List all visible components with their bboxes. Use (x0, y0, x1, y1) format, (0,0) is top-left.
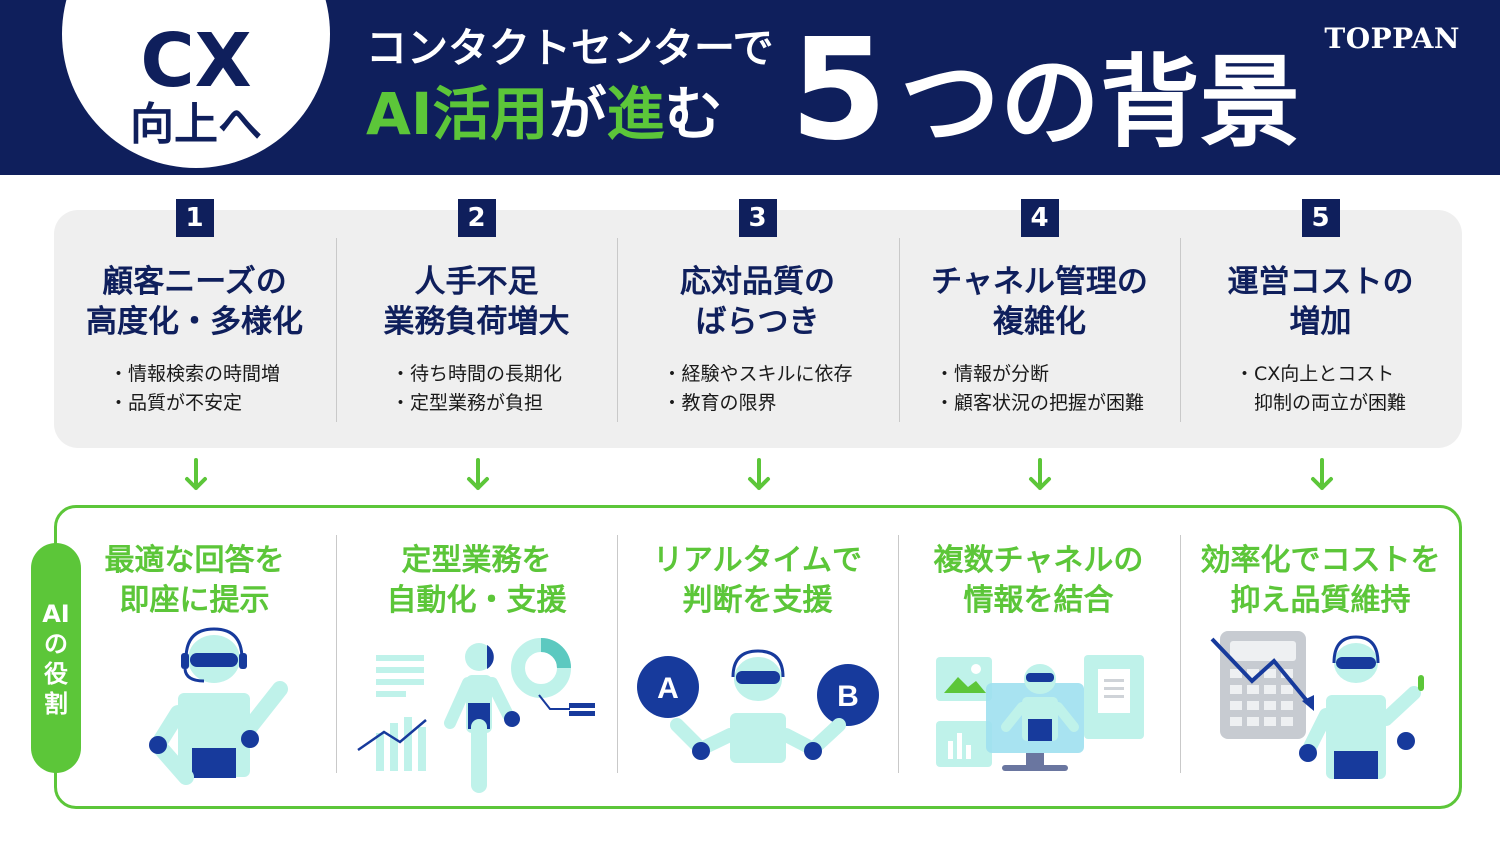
header-banner: CX 向上へ コンタクトセンターで AI活用が進む 5 つの背景 TOPPAN (0, 0, 1500, 175)
arrow-down-icon (748, 458, 770, 490)
background-bullets: ・CX向上とコスト 抑制の両立が困難 (1234, 363, 1406, 414)
ai-role-title: 最適な回答を即座に提示 (104, 543, 285, 618)
header-title: AI活用が進む (366, 80, 723, 148)
ai-role-item-1: 最適な回答を即座に提示 (54, 505, 335, 809)
cx-badge-subtitle: 向上へ (130, 99, 262, 150)
ai-role-title: 定型業務を自動化・支援 (386, 543, 567, 618)
ai-role-item-3: リアルタイムで判断を支援 A B (617, 505, 898, 809)
background-number: 5 (1301, 199, 1340, 237)
header-title-ga: が (548, 80, 607, 148)
ai-role-title: 複数チャネルの情報を結合 (933, 543, 1144, 618)
background-bullets: ・待ち時間の長期化・定型業務が負担 (390, 363, 562, 414)
cx-badge-title: CX (140, 18, 252, 104)
background-item-4: 4 チャネル管理の複雑化 ・情報が分断・顧客状況の把握が困難 (899, 199, 1180, 448)
background-number: 4 (1020, 199, 1059, 237)
background-bullets: ・情報が分断・顧客状況の把握が困難 (934, 363, 1144, 414)
background-bullets: ・経験やスキルに依存・教育の限界 (662, 363, 853, 414)
backgrounds-panel: 1 顧客ニーズの高度化・多様化 ・情報検索の時間増・品質が不安定 2 人手不足業… (54, 199, 1462, 448)
header-title-mu: む (664, 80, 723, 148)
option-b-label: B (837, 680, 859, 713)
background-title: 運営コストの増加 (1227, 264, 1414, 340)
header-subtitle: コンタクトセンターで (366, 24, 774, 72)
arrow-down-icon (467, 458, 489, 490)
background-item-5: 5 運営コストの増加 ・CX向上とコスト 抑制の両立が困難 (1180, 199, 1461, 448)
robot-cost-reduction-icon (1210, 631, 1424, 779)
background-number: 1 (175, 199, 214, 237)
background-bullets: ・情報検索の時間増・品質が不安定 (108, 363, 280, 414)
background-title: 応対品質のばらつき (680, 264, 835, 340)
header-big-text: つの背景 (900, 44, 1300, 161)
arrow-down-icon (1311, 458, 1333, 490)
header-big-number: 5 (790, 9, 888, 172)
background-title: チャネル管理の複雑化 (931, 264, 1148, 340)
robot-headset-icon (149, 627, 288, 785)
background-title: 人手不足業務負荷増大 (383, 264, 570, 340)
option-a-label: A (657, 672, 679, 705)
arrow-down-icon (185, 458, 207, 490)
robot-multichannel-icon (936, 655, 1144, 771)
background-number: 2 (457, 199, 496, 237)
background-item-1: 1 顧客ニーズの高度化・多様化 ・情報検索の時間増・品質が不安定 (54, 199, 335, 448)
header-title-susumu: 進 (606, 80, 665, 148)
ai-role-title: リアルタイムで判断を支援 (652, 543, 863, 618)
robot-decision-icon: A B (637, 649, 879, 763)
background-item-2: 2 人手不足業務負荷増大 ・待ち時間の長期化・定型業務が負担 (336, 199, 617, 448)
ai-role-item-2: 定型業務を自動化・支援 (336, 505, 617, 809)
background-title: 顧客ニーズの高度化・多様化 (86, 264, 303, 340)
ai-role-item-4: 複数チャネルの情報を結合 (898, 505, 1179, 809)
arrow-down-icon (1029, 458, 1051, 490)
ai-role-title: 効率化でコストを抑え品質維持 (1200, 543, 1441, 618)
background-item-3: 3 応対品質のばらつき ・経験やスキルに依存・教育の限界 (617, 199, 898, 448)
background-number: 3 (738, 199, 777, 237)
ai-role-item-5: 効率化でコストを抑え品質維持 (1180, 505, 1461, 809)
brand-logo: TOPPAN (1324, 22, 1460, 55)
robot-analytics-icon (357, 638, 595, 793)
header-title-ai: AI活用 (366, 80, 549, 148)
